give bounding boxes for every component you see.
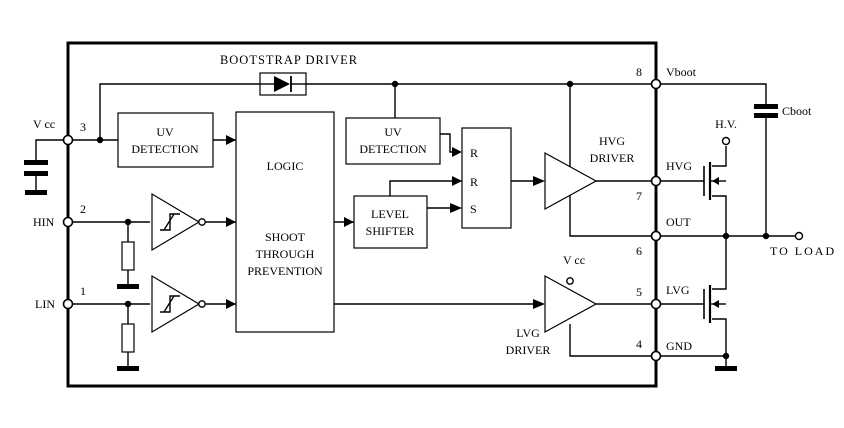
ic-package-outline [66, 41, 658, 388]
bootstrap-diode [259, 72, 307, 96]
pin-5-number: 5 [636, 285, 642, 299]
signal-arrowheads [226, 135, 545, 309]
uv-detection-vcc-block [117, 112, 214, 168]
high-side-mosfet [703, 162, 726, 200]
hvg-driver-label-2: DRIVER [590, 151, 635, 165]
cboot-capacitor [754, 104, 778, 118]
pin-4-number: 4 [636, 337, 642, 351]
logic-block [235, 111, 335, 333]
to-load-label: TO LOAD [770, 244, 836, 258]
shoot-through-label-3: PREVENTION [247, 264, 323, 278]
lvg-driver-label-2: DRIVER [506, 343, 551, 357]
pin-6-number: 6 [636, 244, 642, 258]
junction-dots [96, 80, 770, 360]
vcc-decoupling-capacitor [24, 160, 48, 195]
hvg-driver-label-1: HVG [599, 134, 625, 148]
uv-detection-boot-block [345, 117, 441, 165]
gnd-ground-symbol [715, 366, 737, 371]
schmitt-buffer-hin [151, 192, 206, 252]
pin-3-number: 3 [80, 120, 86, 134]
pin-8-label: Vboot [666, 65, 697, 79]
pin-7-label: HVG [666, 159, 692, 173]
shoot-through-label-2: THROUGH [256, 247, 315, 261]
pin-7-number: 7 [636, 189, 642, 203]
latch-input-s: S [470, 202, 477, 216]
low-side-mosfet [703, 285, 726, 323]
load-terminal [794, 231, 804, 241]
uv-detection-boot-label-2: DETECTION [359, 142, 427, 156]
schmitt-buffer-lin [151, 274, 206, 334]
cboot-label: Cboot [782, 104, 812, 118]
pin-8-number: 8 [636, 65, 642, 79]
pin-4-label: GND [666, 339, 692, 353]
pin-1-number: 1 [80, 284, 86, 298]
hvg-driver-buffer [544, 151, 598, 211]
latch-input-r2: R [470, 175, 478, 189]
pin-5-label: LVG [666, 283, 690, 297]
uv-detection-vcc-label-1: UV [156, 125, 174, 139]
hv-label: H.V. [715, 117, 737, 131]
bootstrap-driver-label: BOOTSTRAP DRIVER [220, 53, 358, 67]
hin-pulldown-resistor [121, 241, 135, 271]
level-shifter-label-2: SHIFTER [366, 224, 415, 238]
level-shifter-block [353, 195, 428, 249]
shoot-through-label-1: SHOOT [265, 230, 306, 244]
pin-1-label: LIN [35, 297, 55, 311]
uv-detection-boot-label-1: UV [384, 125, 402, 139]
pin-2-label: HIN [33, 215, 55, 229]
hv-terminal [721, 136, 731, 146]
logic-label: LOGIC [267, 159, 304, 173]
lvg-vcc-terminal [566, 277, 574, 285]
latch-input-r1: R [470, 146, 478, 160]
uv-detection-vcc-label-2: DETECTION [131, 142, 199, 156]
lin-pulldown-resistor [121, 323, 135, 353]
pin-6-label: OUT [666, 215, 691, 229]
lin-ground-symbol [117, 366, 139, 371]
level-shifter-label-1: LEVEL [371, 207, 409, 221]
pin-3-label: V cc [33, 117, 55, 131]
lvg-vcc-label: V cc [563, 253, 585, 267]
hin-ground-symbol [117, 284, 139, 289]
rs-latch-block [461, 127, 512, 229]
lvg-driver-buffer [544, 274, 598, 334]
pin-terminals [62, 78, 662, 362]
lvg-driver-label-1: LVG [516, 326, 540, 340]
pin-2-number: 2 [80, 202, 86, 216]
